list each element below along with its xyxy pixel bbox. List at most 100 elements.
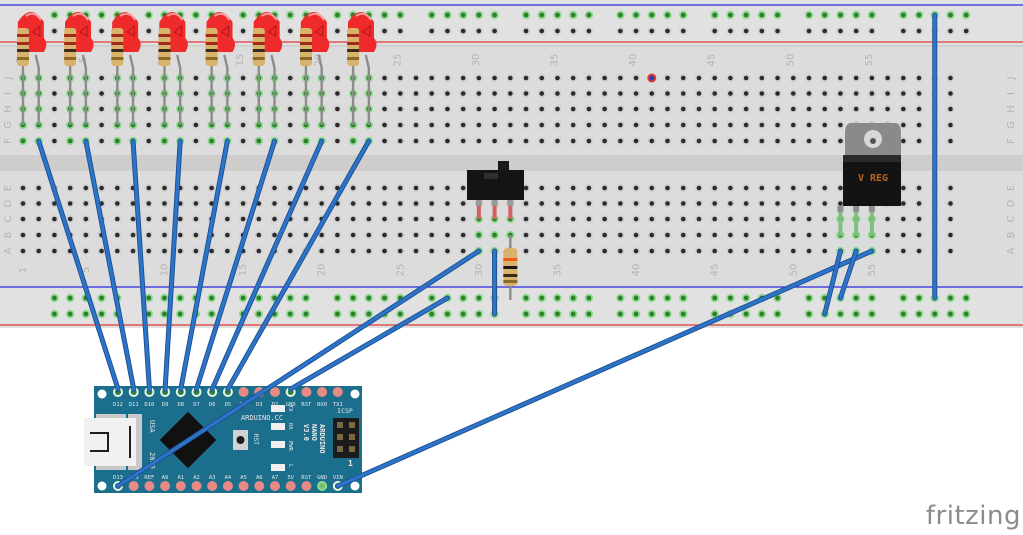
led-2[interactable] [64, 12, 94, 125]
slide-switch[interactable] [467, 161, 524, 219]
resistor-band [205, 57, 218, 60]
status-led-label: PWR [287, 441, 293, 452]
resistor-body [111, 28, 124, 66]
wire-vin-regulator[interactable] [335, 248, 875, 489]
pin-label: D12 [113, 402, 123, 408]
wire-switch-d13[interactable] [115, 248, 482, 489]
switch-lead [492, 206, 497, 219]
status-led [271, 464, 285, 471]
led-highlight [119, 12, 137, 21]
pin-label: RST [301, 402, 312, 408]
wire-led-3[interactable] [130, 138, 152, 392]
status-led-label: RX [287, 423, 293, 430]
components: V REG [17, 12, 901, 300]
board-name-label: NANO [310, 424, 318, 441]
pin-tx1[interactable] [332, 387, 343, 397]
led-4[interactable] [158, 12, 188, 125]
switch-actuator[interactable] [498, 161, 509, 171]
icsp-header [333, 418, 359, 458]
pin-label: GND [286, 402, 296, 408]
led-leg [81, 54, 88, 125]
column-number-label: 15 [235, 54, 246, 67]
pin-a1[interactable] [175, 481, 186, 491]
led-8[interactable] [347, 12, 377, 125]
led-leg [34, 54, 40, 125]
row-label: D [3, 199, 14, 207]
regulator-pin [837, 206, 844, 212]
wire-led-4[interactable] [162, 138, 183, 392]
resistor-band [299, 49, 312, 52]
pin-label: RST [301, 475, 312, 481]
pin-a4[interactable] [222, 481, 233, 491]
pin-a7[interactable] [270, 481, 280, 491]
resistor-band [503, 274, 518, 277]
pin-3v3[interactable] [128, 481, 139, 491]
led-5[interactable] [205, 12, 235, 125]
icsp-pin [337, 422, 343, 428]
pin-label: GND [317, 475, 327, 481]
voltage-regulator: V REG [837, 123, 901, 236]
resistor-band [299, 57, 312, 60]
column-number-label: 40 [628, 54, 639, 67]
row-label: E [3, 185, 14, 191]
pin-a3[interactable] [207, 481, 218, 491]
wire-led-8[interactable] [225, 138, 372, 392]
led-6[interactable] [252, 12, 283, 125]
regulator-label: V REG [858, 173, 888, 184]
pin-a2[interactable] [191, 481, 202, 491]
pin-d2[interactable] [270, 387, 280, 397]
wire-regulator-out[interactable] [837, 248, 859, 301]
led-highlight [166, 12, 184, 21]
pin-a0[interactable] [160, 481, 171, 491]
wire-led-7[interactable] [209, 138, 325, 392]
pin-label: RX0 [317, 402, 327, 408]
pin-rst[interactable] [301, 387, 312, 397]
led-symbol [79, 24, 88, 37]
led-7[interactable] [299, 12, 330, 125]
arduino-nano[interactable]: USA2009RSTARDUINO.CCTXRXPWRLARDUINONANOV… [84, 386, 362, 493]
resistor-band [299, 34, 312, 37]
wire-led-5[interactable] [178, 138, 230, 392]
pin-label: D13 [113, 475, 123, 481]
top-power-rail [0, 0, 1023, 44]
column-number-label: 5 [81, 267, 92, 273]
row-label: F [3, 138, 14, 144]
led-highlight [72, 12, 89, 21]
pin-label: A3 [209, 475, 216, 481]
resistor-band [158, 57, 171, 60]
led-3[interactable] [111, 12, 141, 125]
row-label: G [1006, 121, 1017, 129]
wire-gnd-rail[interactable] [288, 295, 450, 392]
pin-label: A1 [177, 475, 184, 481]
pin-ref[interactable] [144, 481, 155, 491]
resistor-band [347, 42, 360, 45]
pin-label: A2 [193, 475, 200, 481]
resistor-body [205, 28, 218, 66]
wire-led-1[interactable] [36, 138, 121, 392]
board-name-label: V3.0 [302, 424, 310, 441]
led-symbol [267, 24, 277, 37]
pin-d4[interactable] [238, 387, 249, 397]
status-led [271, 405, 285, 412]
regulator-pin [853, 206, 860, 212]
pin-5v[interactable] [285, 481, 296, 491]
usb-connector[interactable] [84, 418, 136, 466]
pin-rst[interactable] [301, 481, 312, 491]
resistor-band [111, 57, 124, 60]
wire-led-6[interactable] [194, 138, 278, 392]
resistor-band [347, 49, 360, 52]
wire-regulator-gnd[interactable] [822, 248, 843, 317]
resistor-band [111, 49, 124, 52]
pin-a5[interactable] [238, 481, 249, 491]
pin-label: D9 [162, 402, 169, 408]
led-1[interactable] [17, 12, 47, 125]
icsp-pin1-label: 1 [348, 459, 353, 468]
pin-rx0[interactable] [317, 387, 328, 397]
led-symbol [314, 24, 324, 37]
pin-a6[interactable] [254, 481, 265, 491]
pin-label: D2 [272, 402, 279, 408]
wire-led-2[interactable] [83, 138, 137, 392]
row-label: J [1006, 77, 1017, 81]
switch-pin [491, 200, 498, 206]
row-label: I [1006, 92, 1017, 95]
